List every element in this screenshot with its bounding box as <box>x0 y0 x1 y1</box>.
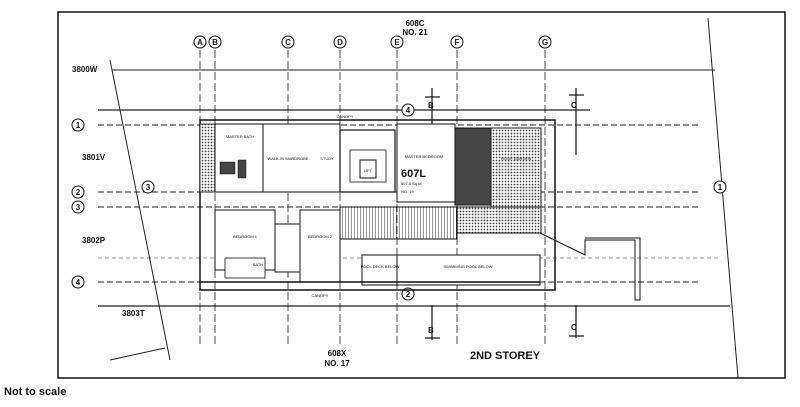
lot-top-number: NO. 21 <box>402 28 428 37</box>
lot-main-area: 507.5 Sq M <box>401 181 421 186</box>
room-master-bedroom: MASTER BEDROOM <box>405 154 443 159</box>
grid-label: 4 <box>76 278 81 287</box>
grid-label: 2 <box>406 290 411 299</box>
lot-left-label: 3800W <box>72 65 98 74</box>
lot-main-number: NO. 19 <box>401 189 414 194</box>
grid-label: F <box>455 38 460 47</box>
lot-left-label: 3801V <box>82 153 106 162</box>
drawing-frame <box>57 11 786 379</box>
lot-bottom-number: NO. 17 <box>324 359 350 368</box>
section-label: C <box>571 101 577 110</box>
room-master-bath: MASTER BATH <box>226 134 254 139</box>
canopy-label: CANOPY <box>312 293 329 298</box>
grid-row-bubbles <box>71 103 727 301</box>
room-bedroom-1: BEDROOM 1 <box>233 234 258 239</box>
room-study: STUDY <box>320 156 334 161</box>
grid-label: A <box>197 38 203 47</box>
grid-label: 2 <box>76 188 81 197</box>
grid-label: C <box>285 38 291 47</box>
section-label: C <box>571 323 577 332</box>
room-pool: SWIMMING POOL BELOW <box>444 264 493 269</box>
lot-bottom-code: 608X <box>328 349 347 358</box>
room-labels: MASTER BATH WALK-IN WARDROBE STUDY LIFT … <box>226 114 531 298</box>
grid-label: 4 <box>406 106 411 115</box>
canopy-label: CANOPY <box>337 114 354 119</box>
drawing-title: 2ND STOREY <box>470 350 541 362</box>
grid-column-bubbles <box>193 35 552 49</box>
grid-label: G <box>542 38 548 47</box>
grid-label: 3 <box>146 183 151 192</box>
building-outline <box>199 119 641 301</box>
grid-label: 1 <box>76 121 81 130</box>
grid-column-labels: A B C D E F G <box>197 38 548 47</box>
grid-label: B <box>212 38 218 47</box>
room-bedroom-2: BEDROOM 2 <box>308 234 333 239</box>
section-label: B <box>428 326 434 335</box>
room-pool-deck: POOL DECK BELOW <box>361 264 400 269</box>
lot-left-label: 3803T <box>122 309 145 318</box>
room-wardrobe: WALK-IN WARDROBE <box>267 156 308 161</box>
grid-label: D <box>337 38 343 47</box>
grid-label: E <box>394 38 400 47</box>
grid-label: 1 <box>718 183 723 192</box>
grid-label: 3 <box>76 203 81 212</box>
lot-main-code: 607L <box>401 168 426 180</box>
scale-note: Not to scale <box>4 386 67 398</box>
lot-top-code: 608C <box>405 19 424 28</box>
room-roof-garden: ROOF GARDEN <box>501 156 531 161</box>
room-bath: BATH <box>253 262 263 267</box>
section-label: B <box>428 101 434 110</box>
lot-left-label: 3802P <box>82 236 106 245</box>
room-lift: LIFT <box>364 168 373 173</box>
